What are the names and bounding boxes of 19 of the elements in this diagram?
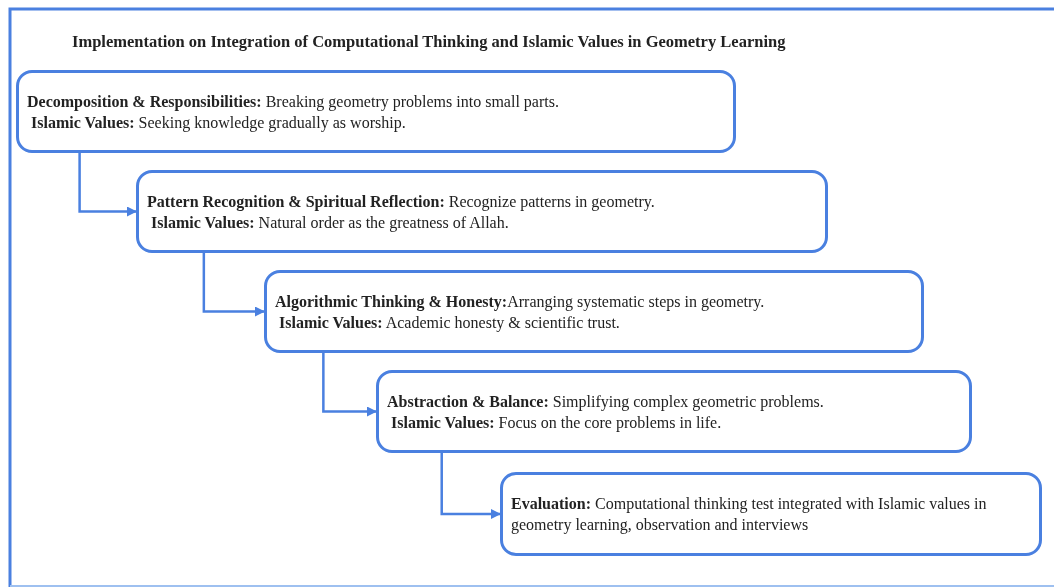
- step-box: [500, 472, 1042, 556]
- step-text: Pattern Recognition & Spiritual Reflection: Recognize patterns in geometry.: [147, 191, 656, 212]
- diagram-title: Implementation on Integration of Computational Thinking and Islamic Values in Geometry Learning: [72, 32, 786, 52]
- step-text: Algorithmic Thinking & Honesty:Arranging systematic steps in geometry.: [275, 291, 766, 312]
- step-text: Decomposition & Responsibilities: Breaking geometry problems into small parts.: [27, 91, 560, 112]
- step-box: [136, 170, 828, 253]
- step-box: [16, 70, 736, 153]
- connector-arrow: [322, 353, 377, 417]
- values-text: Islamic Values: Natural order as the greatness of Allah.: [150, 212, 510, 233]
- step-box: [376, 370, 972, 453]
- step-box: [264, 270, 924, 353]
- values-text: Islamic Values: Focus on the core problems in life.: [390, 412, 723, 433]
- step-text: Evaluation: Computational thinking test integrated with Islamic values in geometry learning, observation and interviews: [511, 494, 988, 535]
- connector-arrow: [202, 253, 265, 317]
- connector-arrow: [78, 153, 137, 217]
- step-text: Abstraction & Balance: Simplifying complex geometric problems.: [387, 391, 825, 412]
- values-text: Islamic Values: Academic honesty & scientific trust.: [278, 312, 621, 333]
- connector-arrow: [440, 453, 501, 519]
- values-text: Islamic Values: Seeking knowledge gradually as worship.: [30, 112, 407, 133]
